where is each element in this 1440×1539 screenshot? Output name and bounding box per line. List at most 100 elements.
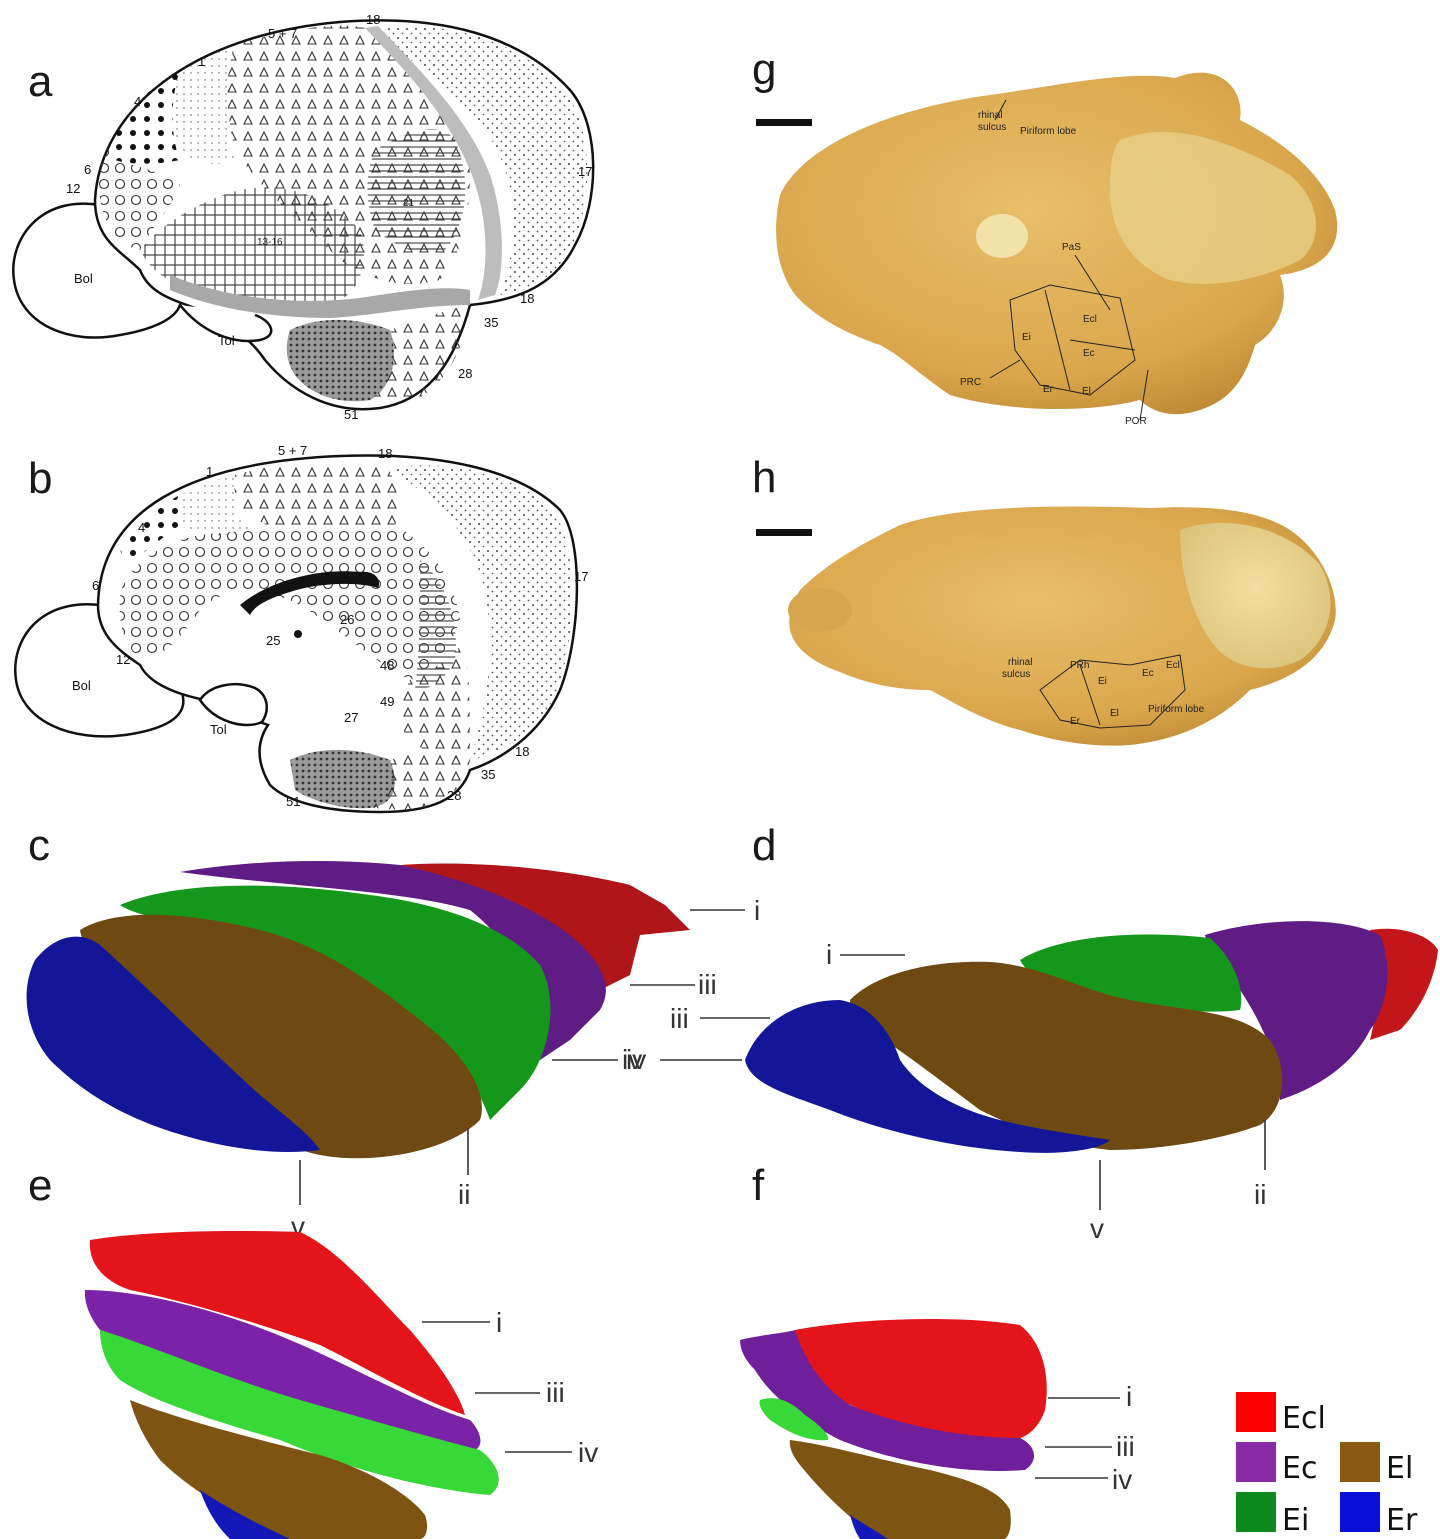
optic-chiasm-g [976,214,1028,258]
bulb-label-a: Bol [74,271,93,286]
region-ecl-f [795,1318,1047,1439]
label-h-sulcus: sulcus [1002,669,1030,680]
legend-swatch-ec [1236,1442,1276,1482]
area-parietal-b [234,460,399,530]
region-ec-e [84,1290,481,1450]
cerebellum-h [1180,522,1331,669]
area-label-b-1: 1 [206,464,213,479]
area-label-b-35: 35 [481,767,495,782]
area-29-b [415,560,456,690]
marker-c-ii: ii [458,1179,470,1210]
label-g-el: El [1082,386,1091,397]
area-label-b-4: 4 [138,520,145,535]
label-g-ec: Ec [1083,348,1095,359]
region-ec-c [180,860,606,1060]
marker-c-iii: iii [698,969,717,1000]
region-er-f [850,1515,888,1539]
label-g-por: POR [1125,416,1147,427]
area-28-35-lower-a [370,305,470,404]
legend-label-ecl: Ecl [1282,1401,1326,1436]
area-label-b-27: 27 [344,710,358,725]
label-g-rhinal: rhinal [978,110,1002,121]
legend-label-er: Er [1386,1503,1418,1538]
area-48-49-b [402,640,470,760]
area-51-dense-b [290,749,395,809]
area-4-bigdots-a [115,70,180,164]
dot-marker-b [294,630,302,638]
area-18-band-a [365,26,502,300]
pointer-por-g [1139,369,1149,421]
panel-label-f: f [752,1161,765,1210]
tubercle-label-b: Tol [210,722,227,737]
label-h-rhinal: rhinal [1008,657,1032,668]
pointer-pas-g [1074,254,1111,311]
olfactory-bulb-h [788,588,852,632]
marker-f-i: i [1126,1381,1132,1412]
region-outline-h [1039,654,1186,729]
area-4-bigdots-b [120,495,180,565]
marker-e-iv: iv [578,1437,598,1468]
region-ei-e [100,1330,499,1495]
region-divider-g-2 [1069,339,1136,351]
panel-f-reconstruction [740,1318,1047,1539]
label-g-prc: PRC [960,377,981,388]
panel-h-brain-photo [788,506,1336,746]
label-h-er: Er [1070,716,1081,727]
area-label-a-28: 28 [458,366,472,381]
region-outline-g [1009,284,1136,396]
legend-label-el: El [1386,1451,1413,1486]
region-er-e [200,1490,290,1539]
region-er-c [26,936,320,1152]
area-label-a-4: 4 [134,94,141,109]
marker-f-iii: iii [1116,1431,1135,1462]
area-label-a-1: 1 [198,54,205,69]
panel-d-reconstruction [745,921,1438,1153]
legend-swatch-er [1340,1492,1380,1532]
legend-swatch-ei [1236,1492,1276,1532]
region-ec-f [740,1330,1035,1471]
panel-g-brain-photo [776,72,1338,421]
marker-c-i: i [754,895,760,926]
panel-a-brain-map [12,19,595,411]
area-6-12-rings-a [98,135,180,250]
area-label-b-26: 26 [340,612,354,627]
tubercle-label-a: Tol [218,333,235,348]
legend-swatch-el [1340,1442,1380,1482]
panel-label-h: h [752,453,776,502]
area-label-b-17: 17 [574,569,588,584]
area-label-b-18-bottom: 18 [515,744,529,759]
area-label-a-35: 35 [484,315,498,330]
label-g-ecl: Ecl [1083,314,1097,325]
area-label-b-18-top: 18 [378,446,392,461]
panel-e-reconstruction [84,1230,499,1539]
region-er-d [745,1000,1110,1153]
panel-c-reconstruction [26,860,690,1159]
area-label-b-51: 51 [286,794,300,809]
label-h-piriform: Piriform lobe [1148,704,1205,715]
area-28-35-b [370,752,470,810]
region-ei-f [759,1398,829,1441]
area-13-16-hatch-a [140,187,364,305]
region-ecl-e [89,1230,465,1415]
scale-bar-g [756,119,812,126]
region-divider-g-1 [1044,289,1071,391]
marker-d-iii: iii [670,1003,689,1034]
area-1-fine-b [180,475,250,536]
region-ei-c [120,885,551,1120]
area-label-a-18-bottom: 18 [520,291,534,306]
panel-b-brain-map [14,454,579,814]
region-el-d [850,961,1283,1150]
area-label-a-12: 12 [66,181,80,196]
label-h-el: El [1110,708,1119,719]
area-51-dense-a [286,319,394,402]
region-divider-h [1079,664,1101,726]
area-occipital-dots-a [372,26,588,296]
pointer-prc-g [989,359,1021,379]
area-label-a-18-top: 18 [366,12,380,27]
marker-d-v: v [1090,1213,1104,1244]
area-1-fine-a [172,45,235,165]
area-label-a-21: 21 [403,198,415,209]
panel-label-e: e [28,1161,52,1210]
label-g-er: Er [1043,384,1054,395]
